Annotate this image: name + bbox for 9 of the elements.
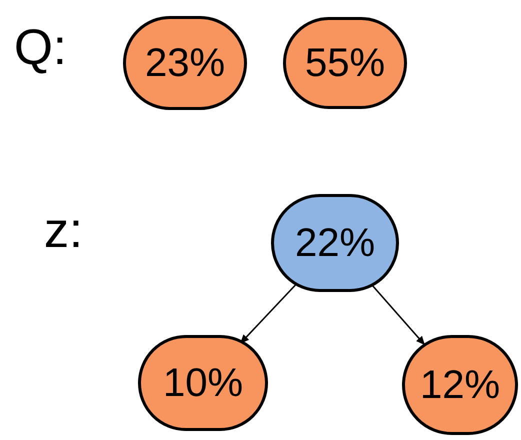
arrow xyxy=(370,283,426,346)
percentage-value: 23% xyxy=(144,43,226,83)
arrow xyxy=(240,282,298,344)
percentage-value: 22% xyxy=(294,223,376,263)
row-label: Q: xyxy=(14,22,67,72)
percentage-value: 55% xyxy=(304,43,386,83)
percentage-value: 12% xyxy=(420,365,500,405)
percentage-value: 10% xyxy=(162,363,244,403)
row-label: z: xyxy=(44,205,83,255)
